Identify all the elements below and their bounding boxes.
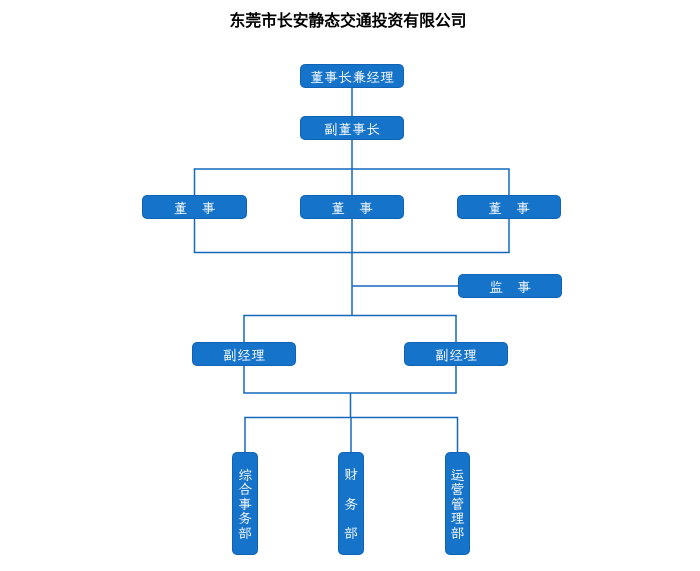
org-node-label: 董 事: [173, 198, 216, 217]
org-node-label-char: 理: [450, 509, 465, 527]
org-node-deputy-manager-2: 副经理: [404, 342, 508, 366]
org-node-director-1: 董 事: [142, 195, 247, 219]
org-node-deputy-manager-1: 副经理: [192, 342, 296, 366]
connector-group: [193, 88, 510, 453]
org-node-label: 综合事务部: [238, 468, 252, 540]
org-node-label-char: 部: [238, 523, 252, 542]
org-node-label-char: 运: [450, 465, 465, 484]
org-node-label: 财务部: [344, 467, 358, 540]
org-node-label-char: 财: [344, 465, 358, 483]
org-node-label: 董 事: [331, 198, 373, 217]
org-node-director-2: 董 事: [300, 195, 404, 219]
org-node-label-char: 务: [238, 509, 252, 527]
org-node-chairman-general-manager: 董事长兼经理: [300, 64, 404, 88]
org-node-label: 副经理: [223, 345, 265, 364]
org-node-label-char: 综: [238, 465, 252, 484]
org-node-supervisor: 监 事: [458, 274, 562, 298]
org-node-label-char: 合: [238, 480, 252, 498]
page-title: 东莞市长安静态交通投资有限公司: [229, 13, 467, 30]
org-node-label-char: 部: [344, 524, 358, 542]
org-node-label-char: 务: [344, 494, 358, 513]
org-node-label-char: 管: [450, 494, 465, 513]
org-node-director-3: 董 事: [457, 195, 561, 219]
org-node-label: 运营管理部: [451, 468, 465, 540]
org-node-label: 董事长兼经理: [310, 67, 394, 86]
org-node-dept-finance: 财务部: [338, 452, 364, 555]
org-node-label-char: 事: [238, 494, 252, 513]
org-node-label-char: 营: [450, 480, 465, 498]
org-node-dept-general-affairs: 综合事务部: [232, 452, 258, 555]
org-node-label-char: 部: [450, 523, 465, 542]
org-node-dept-operations: 运营管理部: [445, 452, 470, 555]
org-node-label: 监 事: [489, 277, 531, 296]
org-node-vice-chairman: 副董事长: [300, 116, 404, 140]
org-node-label: 副经理: [435, 345, 477, 364]
org-node-label: 董 事: [488, 198, 530, 217]
org-node-label: 副董事长: [324, 119, 380, 138]
